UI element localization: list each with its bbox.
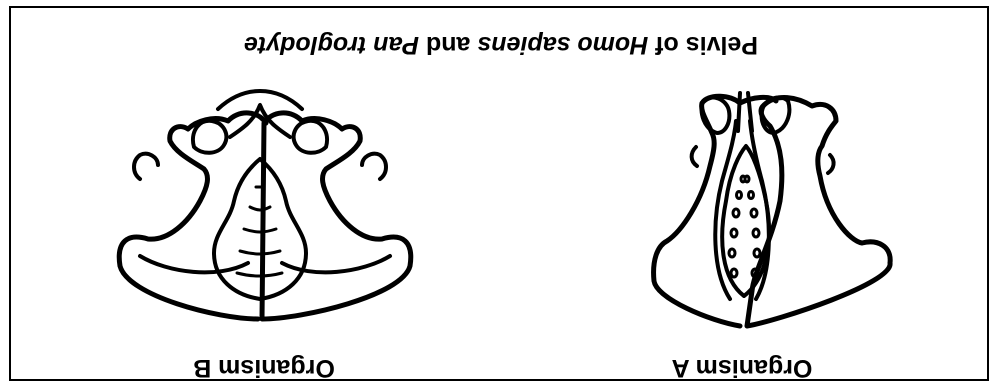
organism-b-pelvis-icon xyxy=(119,91,411,319)
organism-a-pelvis-icon xyxy=(654,93,891,326)
